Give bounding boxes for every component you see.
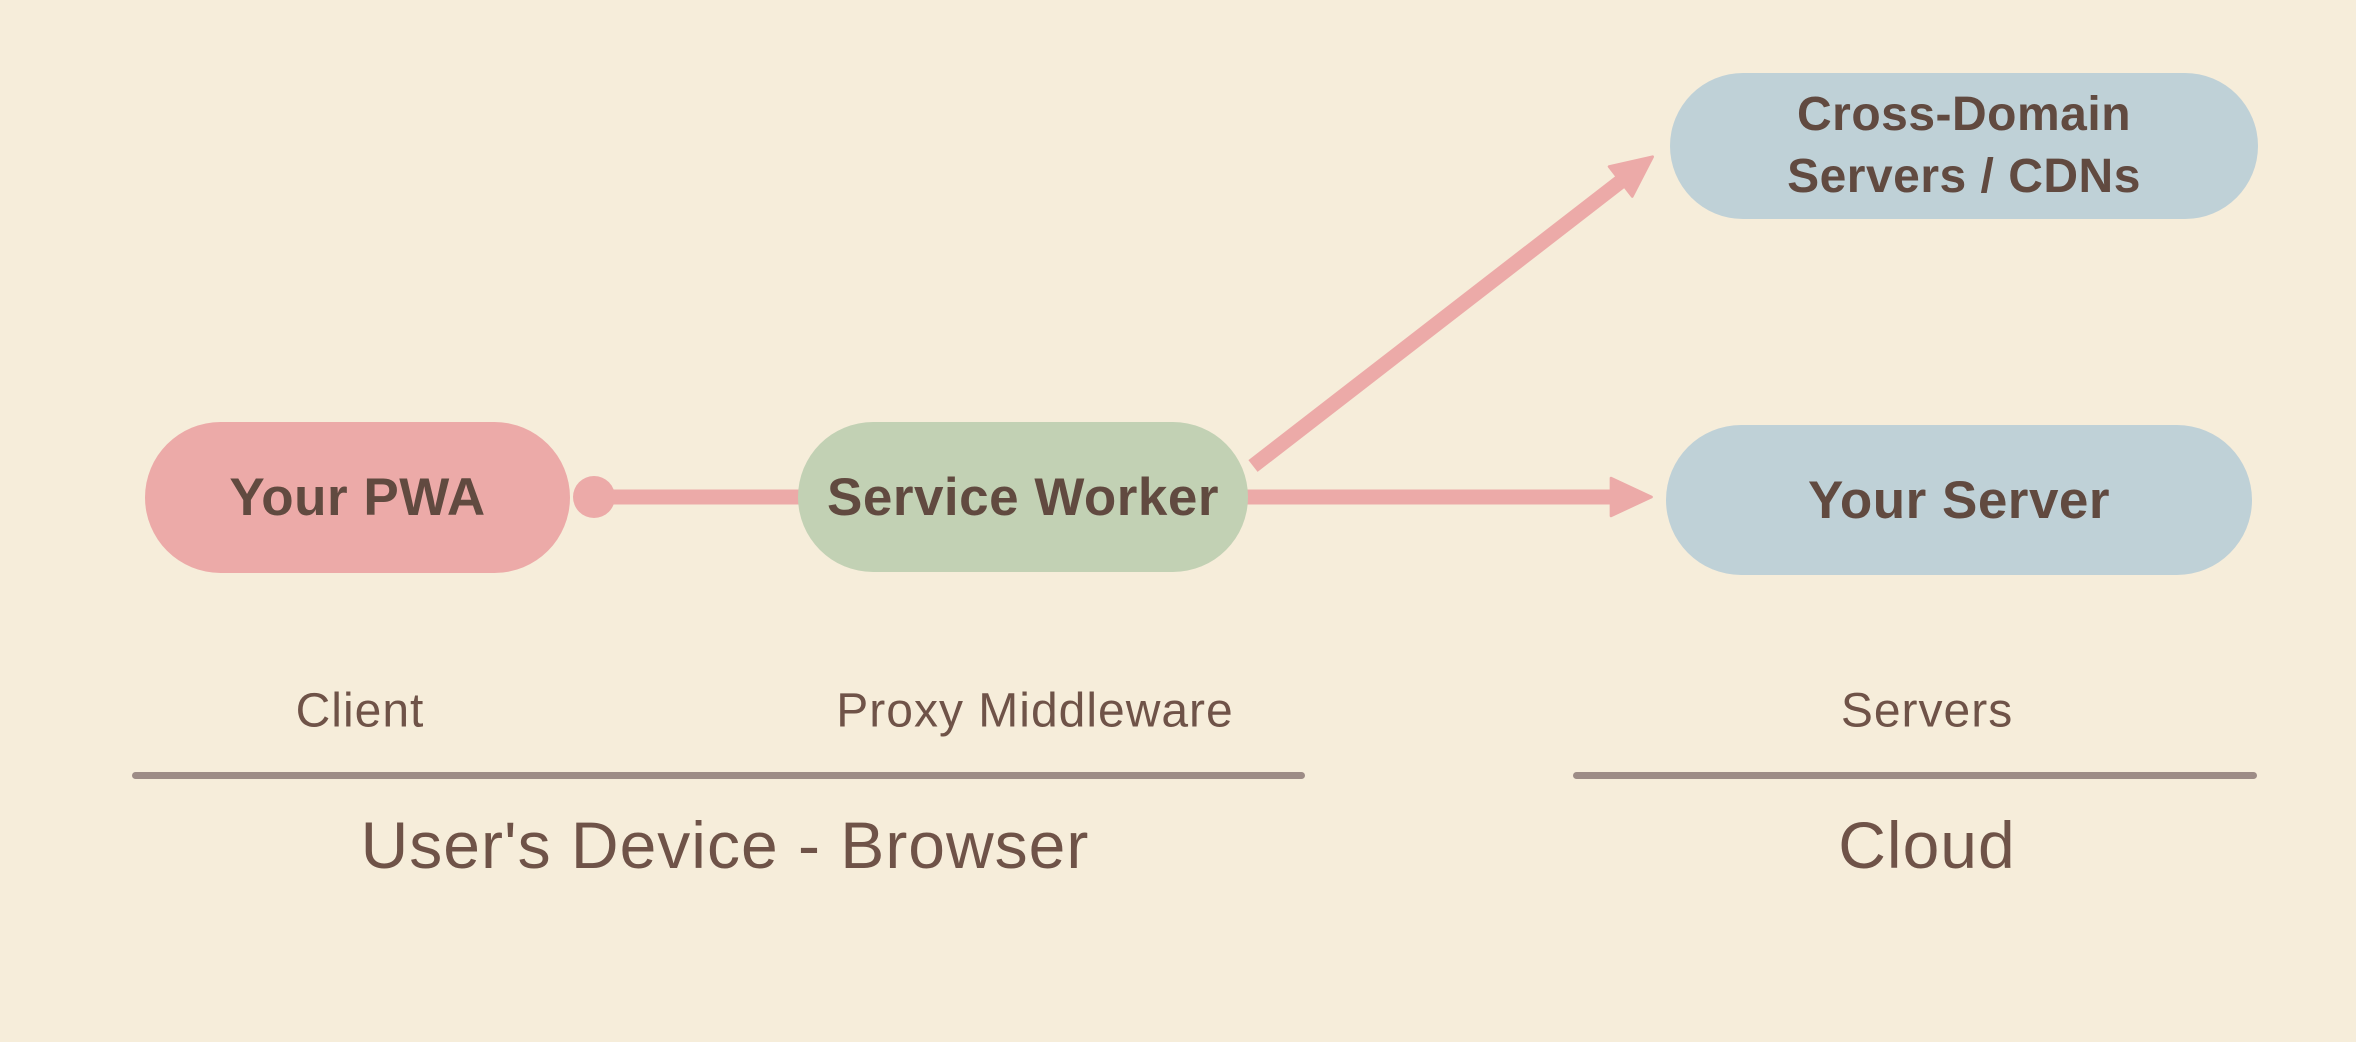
role-label-servers: Servers [1840,684,2014,738]
node-your-pwa: Your PWA [145,422,570,573]
node-your-server: Your Server [1666,425,2252,575]
node-your-server-label: Your Server [1807,470,2111,530]
node-service-worker-label: Service Worker [827,467,1219,527]
zone-label-users-device-browser: User's Device - Browser [360,808,1090,882]
node-service-worker: Service Worker [798,422,1248,572]
cloud-zone-divider [1573,772,2257,779]
node-cross-domain-servers: Cross-Domain Servers / CDNs [1670,73,2258,219]
node-cross-domain-label-line2: Servers / CDNs [1787,150,2141,203]
node-cross-domain-label-line1: Cross-Domain [1796,88,2132,141]
edge-service-worker-to-cross-domain-arrow [1248,155,1655,472]
device-zone-divider [132,772,1305,779]
role-label-client: Client [295,684,425,738]
pwa-connector-dot [573,476,615,518]
node-your-pwa-label: Your PWA [229,468,486,527]
role-label-proxy-middleware: Proxy Middleware [836,684,1234,738]
zone-label-cloud: Cloud [1838,808,2016,882]
